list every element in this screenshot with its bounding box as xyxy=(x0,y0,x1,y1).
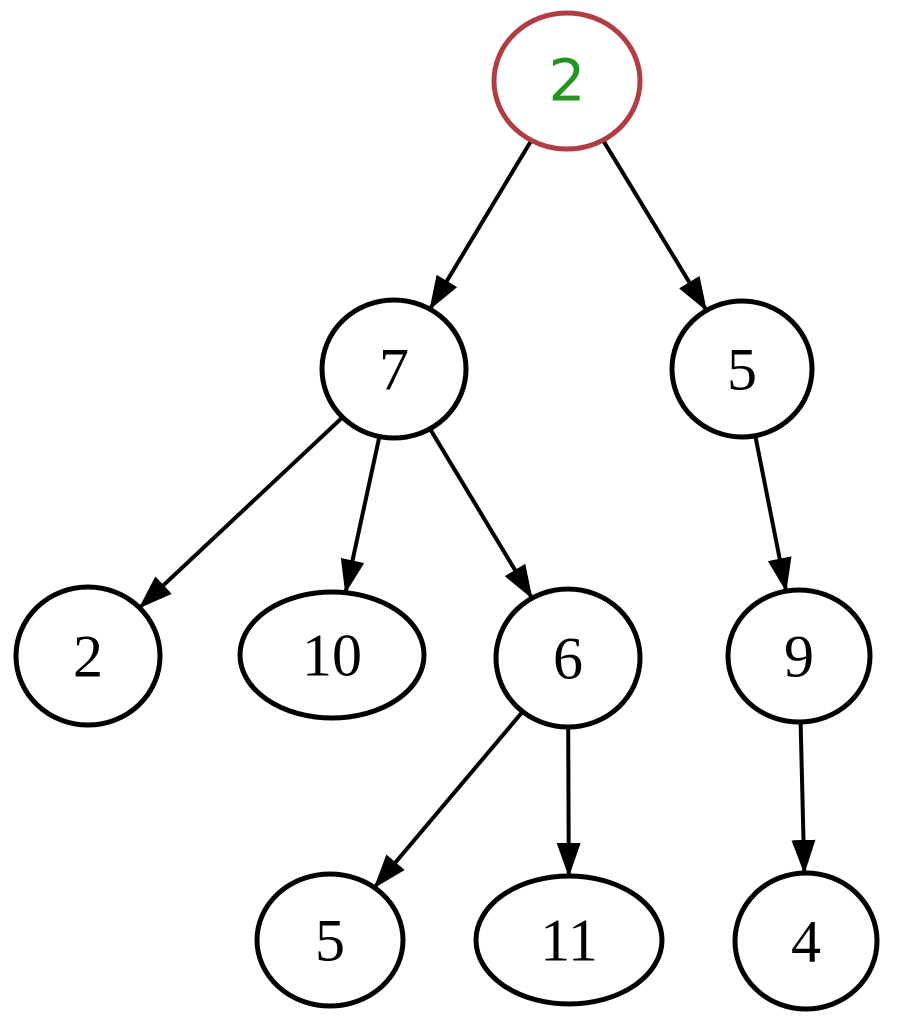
node-outline xyxy=(732,870,880,1012)
node-outline xyxy=(13,584,163,728)
tree-edge-7-to-2 xyxy=(138,415,344,610)
tree-edge-6-to-11 xyxy=(556,726,581,877)
tree-node-n7: 7 xyxy=(319,297,469,441)
node-outline xyxy=(493,586,643,730)
node-label: 2 xyxy=(73,623,103,689)
tree-edge-9-to-4 xyxy=(791,721,816,874)
node-outline-highlighted xyxy=(491,10,643,152)
node-label: 2 xyxy=(549,47,586,115)
node-label: 5 xyxy=(727,336,757,402)
node-outline xyxy=(725,587,873,725)
tree-node-n10: 10 xyxy=(237,589,427,721)
tree-node-n2l: 2 xyxy=(13,584,163,728)
node-label: 11 xyxy=(540,907,598,973)
tree-edge-7-to-10 xyxy=(340,436,382,594)
tree-node-n6: 6 xyxy=(493,586,643,730)
tree-edge-5-to-9 xyxy=(753,435,792,593)
node-outline xyxy=(473,873,665,1007)
node-label: 7 xyxy=(379,336,409,402)
tree-node-root: 2 xyxy=(491,10,643,152)
nodes-layer: 2 7 5 2 10 6 9 5 11 4 xyxy=(13,10,880,1012)
node-outline xyxy=(254,871,406,1009)
tree-node-n5r: 5 xyxy=(669,298,815,440)
tree-node-n9: 9 xyxy=(725,587,873,725)
tree-node-n11: 11 xyxy=(473,873,665,1007)
node-label: 5 xyxy=(315,907,345,973)
tree-edge-6-to-5 xyxy=(372,710,525,889)
node-outline xyxy=(319,297,469,441)
node-outline xyxy=(237,589,427,721)
node-label: 6 xyxy=(553,625,583,691)
node-label: 4 xyxy=(791,908,821,974)
node-label: 10 xyxy=(302,622,362,688)
node-label: 9 xyxy=(784,623,814,689)
tree-node-n5b: 5 xyxy=(254,871,406,1009)
edges-layer xyxy=(138,139,816,889)
node-outline xyxy=(669,298,815,440)
tree-edge-2-to-5 xyxy=(601,139,709,312)
tree-edge-7-to-6 xyxy=(428,427,534,600)
tree-node-n4: 4 xyxy=(732,870,880,1012)
tree-edge-2-to-7 xyxy=(428,139,534,311)
